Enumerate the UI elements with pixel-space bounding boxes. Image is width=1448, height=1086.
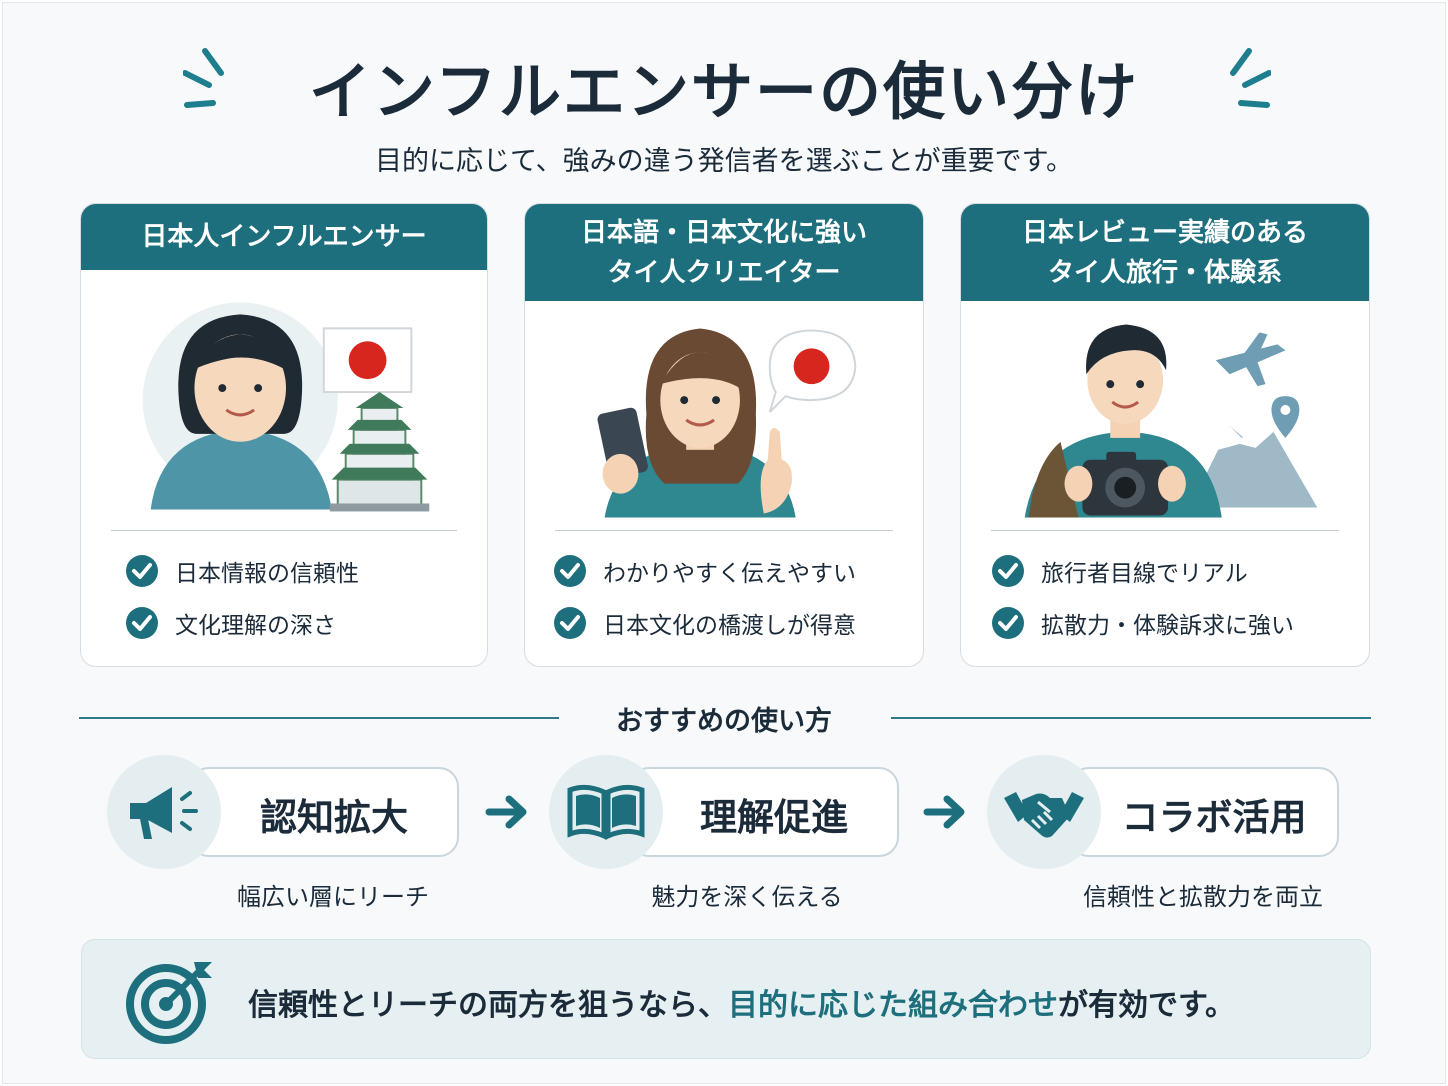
- step-icon-circle: [987, 755, 1101, 869]
- card-japanese-influencer: 日本人インフルエンサー: [80, 203, 488, 667]
- arrow-right-icon: [485, 795, 527, 829]
- card-thai-travel: 日本レビュー実績のある タイ人旅行・体験系: [960, 203, 1370, 667]
- megaphone-icon: [130, 787, 198, 839]
- check-circle-icon: [992, 555, 1024, 587]
- feature-label: 文化理解の深さ: [175, 613, 336, 639]
- card-header: 日本語・日本文化に強い タイ人クリエイター: [525, 204, 923, 301]
- check-circle-icon: [554, 607, 586, 639]
- card-header: 日本レビュー実績のある タイ人旅行・体験系: [961, 204, 1369, 301]
- feature-label: わかりやすく伝えやすい: [603, 561, 856, 587]
- section-divider-right: [891, 717, 1371, 719]
- check-circle-icon: [554, 555, 586, 587]
- check-circle-icon: [126, 607, 158, 639]
- arrow-right-icon: [923, 795, 965, 829]
- step-description: 信頼性と拡散力を両立: [1083, 883, 1323, 911]
- feature-item: 拡散力・体験訴求に強い: [991, 606, 1294, 640]
- conclusion-text-post: が有効です。: [1058, 988, 1235, 1023]
- target-icon: [126, 962, 212, 1044]
- step-pill-awareness: [189, 767, 459, 857]
- card-header-line: 日本人インフルエンサー: [141, 222, 427, 252]
- feature-item: 日本情報の信頼性: [125, 554, 359, 588]
- japanese-woman-castle-illustration: [142, 302, 430, 512]
- step-label: コラボ活用: [1121, 796, 1307, 839]
- sparkle-left-icon: [183, 48, 224, 108]
- thai-woman-phone-illustration: [597, 328, 857, 518]
- step-icon-circle: [107, 755, 221, 869]
- feature-label: 日本情報の信頼性: [175, 561, 359, 587]
- step-icon-circle: [549, 755, 663, 869]
- conclusion-banner: 信頼性とリーチの両方を狙うなら、目的に応じた組み合わせが有効です。: [81, 939, 1371, 1059]
- sparkle-right-icon: [1230, 48, 1271, 108]
- feature-label: 旅行者目線でリアル: [1041, 561, 1248, 587]
- title-area: インフルエンサーの使い分け: [3, 41, 1445, 128]
- card-divider: [555, 530, 893, 531]
- section-title: おすすめの使い方: [616, 706, 832, 737]
- step-description: 幅広い層にリーチ: [237, 883, 429, 911]
- feature-item: わかりやすく伝えやすい: [553, 554, 856, 588]
- open-book-icon: [567, 784, 645, 840]
- step-pill-understanding: [629, 767, 899, 857]
- step-pill-collaboration: [1069, 767, 1339, 857]
- feature-item: 日本文化の橋渡しが得意: [553, 606, 856, 640]
- card-header-line: 日本語・日本文化に強い: [580, 217, 867, 248]
- page-subtitle: 目的に応じて、強みの違う発信者を選ぶことが重要です。: [375, 146, 1073, 177]
- feature-label: 日本文化の橋渡しが得意: [603, 613, 856, 639]
- section-divider-left: [79, 717, 559, 719]
- card-header-line: タイ人旅行・体験系: [1047, 257, 1282, 288]
- thai-traveler-camera-illustration: [1024, 324, 1318, 518]
- check-circle-icon: [126, 555, 158, 587]
- card-header-line: タイ人クリエイター: [607, 257, 841, 288]
- step-description: 魅力を深く伝える: [651, 883, 843, 911]
- card-thai-creator: 日本語・日本文化に強い タイ人クリエイター わかりやすく伝えやすい: [524, 203, 924, 667]
- conclusion-text: 信頼性とリーチの両方を狙うなら、目的に応じた組み合わせが有効です。: [248, 980, 1235, 1024]
- card-divider: [111, 530, 457, 531]
- card-header: 日本人インフルエンサー: [81, 204, 487, 270]
- feature-item: 文化理解の深さ: [125, 606, 336, 640]
- check-circle-icon: [992, 607, 1024, 639]
- feature-item: 旅行者目線でリアル: [991, 554, 1248, 588]
- conclusion-text-pre: 信頼性とリーチの両方を狙うなら、: [248, 988, 728, 1023]
- handshake-icon: [1004, 792, 1084, 838]
- feature-label: 拡散力・体験訴求に強い: [1041, 613, 1294, 639]
- step-label: 認知拡大: [260, 796, 408, 839]
- card-divider: [991, 530, 1339, 531]
- conclusion-text-highlight: 目的に応じた組み合わせ: [728, 988, 1058, 1023]
- card-header-line: 日本レビュー実績のある: [1021, 217, 1308, 248]
- step-label: 理解促進: [700, 796, 848, 839]
- page-title: インフルエンサーの使い分け: [308, 55, 1140, 128]
